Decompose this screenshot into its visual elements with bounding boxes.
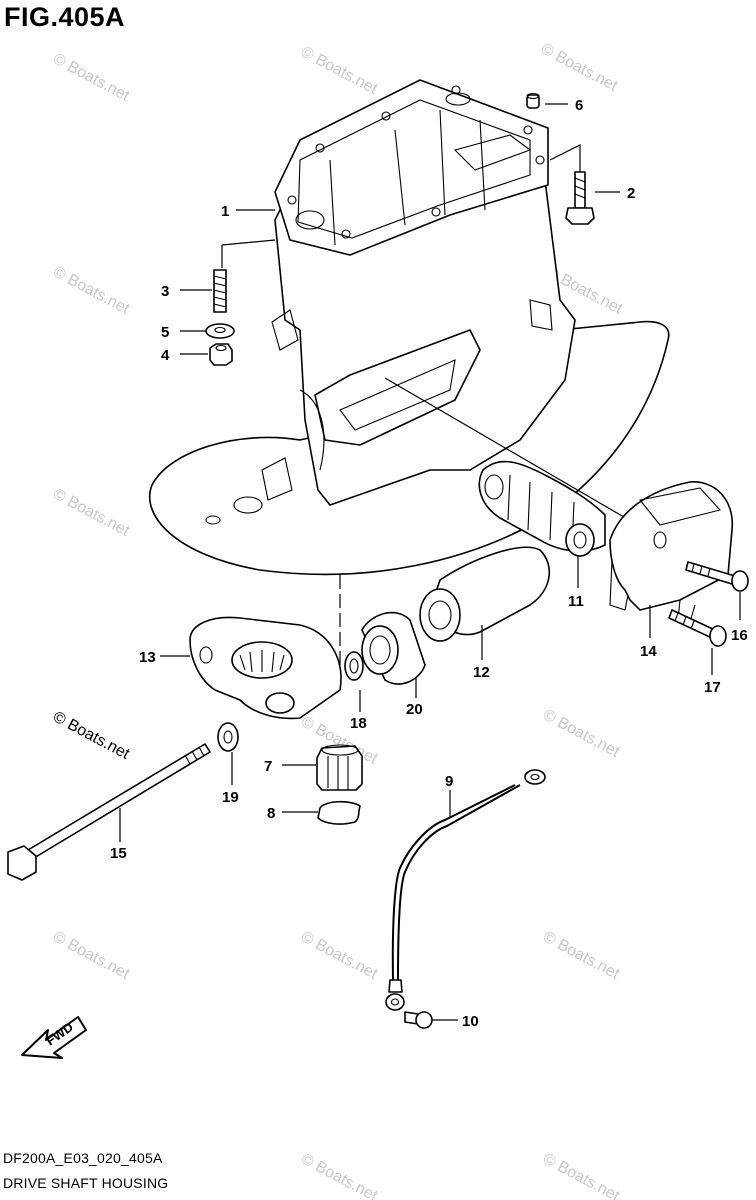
watermark-text: © Boats.net: [540, 707, 622, 762]
bolt-washer: [217, 722, 239, 752]
callout-3: 3: [161, 283, 169, 300]
nut: [209, 343, 233, 366]
callout-6: 6: [575, 97, 583, 114]
callout-9: 9: [445, 773, 453, 790]
figure-code: DF200A_E03_020_405A: [3, 1150, 163, 1166]
stud-bolt: [213, 269, 227, 313]
callout-1: 1: [221, 203, 229, 220]
mount-cover: [609, 481, 734, 623]
callout-19: 19: [222, 789, 239, 806]
washer: [205, 323, 235, 339]
watermark-text: © Boats.net: [50, 264, 132, 319]
watermark-text: © Boats.net: [50, 486, 132, 541]
watermark-text: © Boats.net: [50, 929, 132, 984]
figure-name: DRIVE SHAFT HOUSING: [3, 1175, 169, 1191]
mount-bolt-lower: [668, 609, 727, 647]
dowel-pin: [526, 92, 540, 109]
watermark-text: © Boats.net: [538, 41, 620, 96]
callout-17: 17: [704, 679, 721, 696]
through-bolt: [7, 743, 211, 881]
callout-20: 20: [406, 701, 423, 718]
callout-12: 12: [473, 664, 490, 681]
callout-13: 13: [139, 649, 156, 666]
bolt: [565, 171, 595, 225]
watermark-text: © Boats.net: [298, 44, 380, 99]
mount-washer: [344, 651, 364, 681]
leader-lines: [119, 103, 741, 1021]
callout-5: 5: [161, 324, 169, 341]
axis-line: [384, 377, 661, 539]
figure-title: FIG.405A: [4, 2, 126, 32]
callout-2: 2: [627, 185, 635, 202]
callout-4: 4: [161, 347, 170, 364]
mount-sleeve: [361, 611, 426, 685]
callout-11: 11: [568, 593, 584, 610]
callout-14: 14: [640, 643, 657, 660]
watermark-text: © Boats.net: [540, 929, 622, 984]
drain-grommet: [316, 744, 363, 791]
mount-bolt: [685, 561, 749, 592]
ground-screw: [404, 1011, 433, 1029]
watermark-text: © Boats.net: [50, 51, 132, 106]
lower-mount: [419, 546, 551, 642]
fwd-arrow: FWD: [21, 1016, 87, 1059]
callout-16: 16: [731, 627, 748, 644]
callout-10: 10: [462, 1013, 479, 1030]
callout-labels: 1 2 3 4 5 6 7 8 9 10 11 12 13 14 15 16 1…: [110, 97, 748, 1030]
watermark-text: © Boats.net: [298, 929, 380, 984]
callout-7: 7: [264, 758, 272, 775]
seal-ring: [317, 800, 361, 825]
watermark-text: © Boats.net: [298, 1151, 380, 1200]
callout-15: 15: [110, 845, 127, 862]
mount-bracket: [189, 616, 342, 720]
callout-18: 18: [350, 715, 367, 732]
watermark-text: © Boats.net: [540, 1151, 622, 1200]
watermark-text: © Boats.net: [50, 709, 132, 764]
callout-8: 8: [267, 805, 275, 822]
upper-mount-rubber: [478, 460, 606, 557]
ground-wire: [385, 769, 546, 1011]
